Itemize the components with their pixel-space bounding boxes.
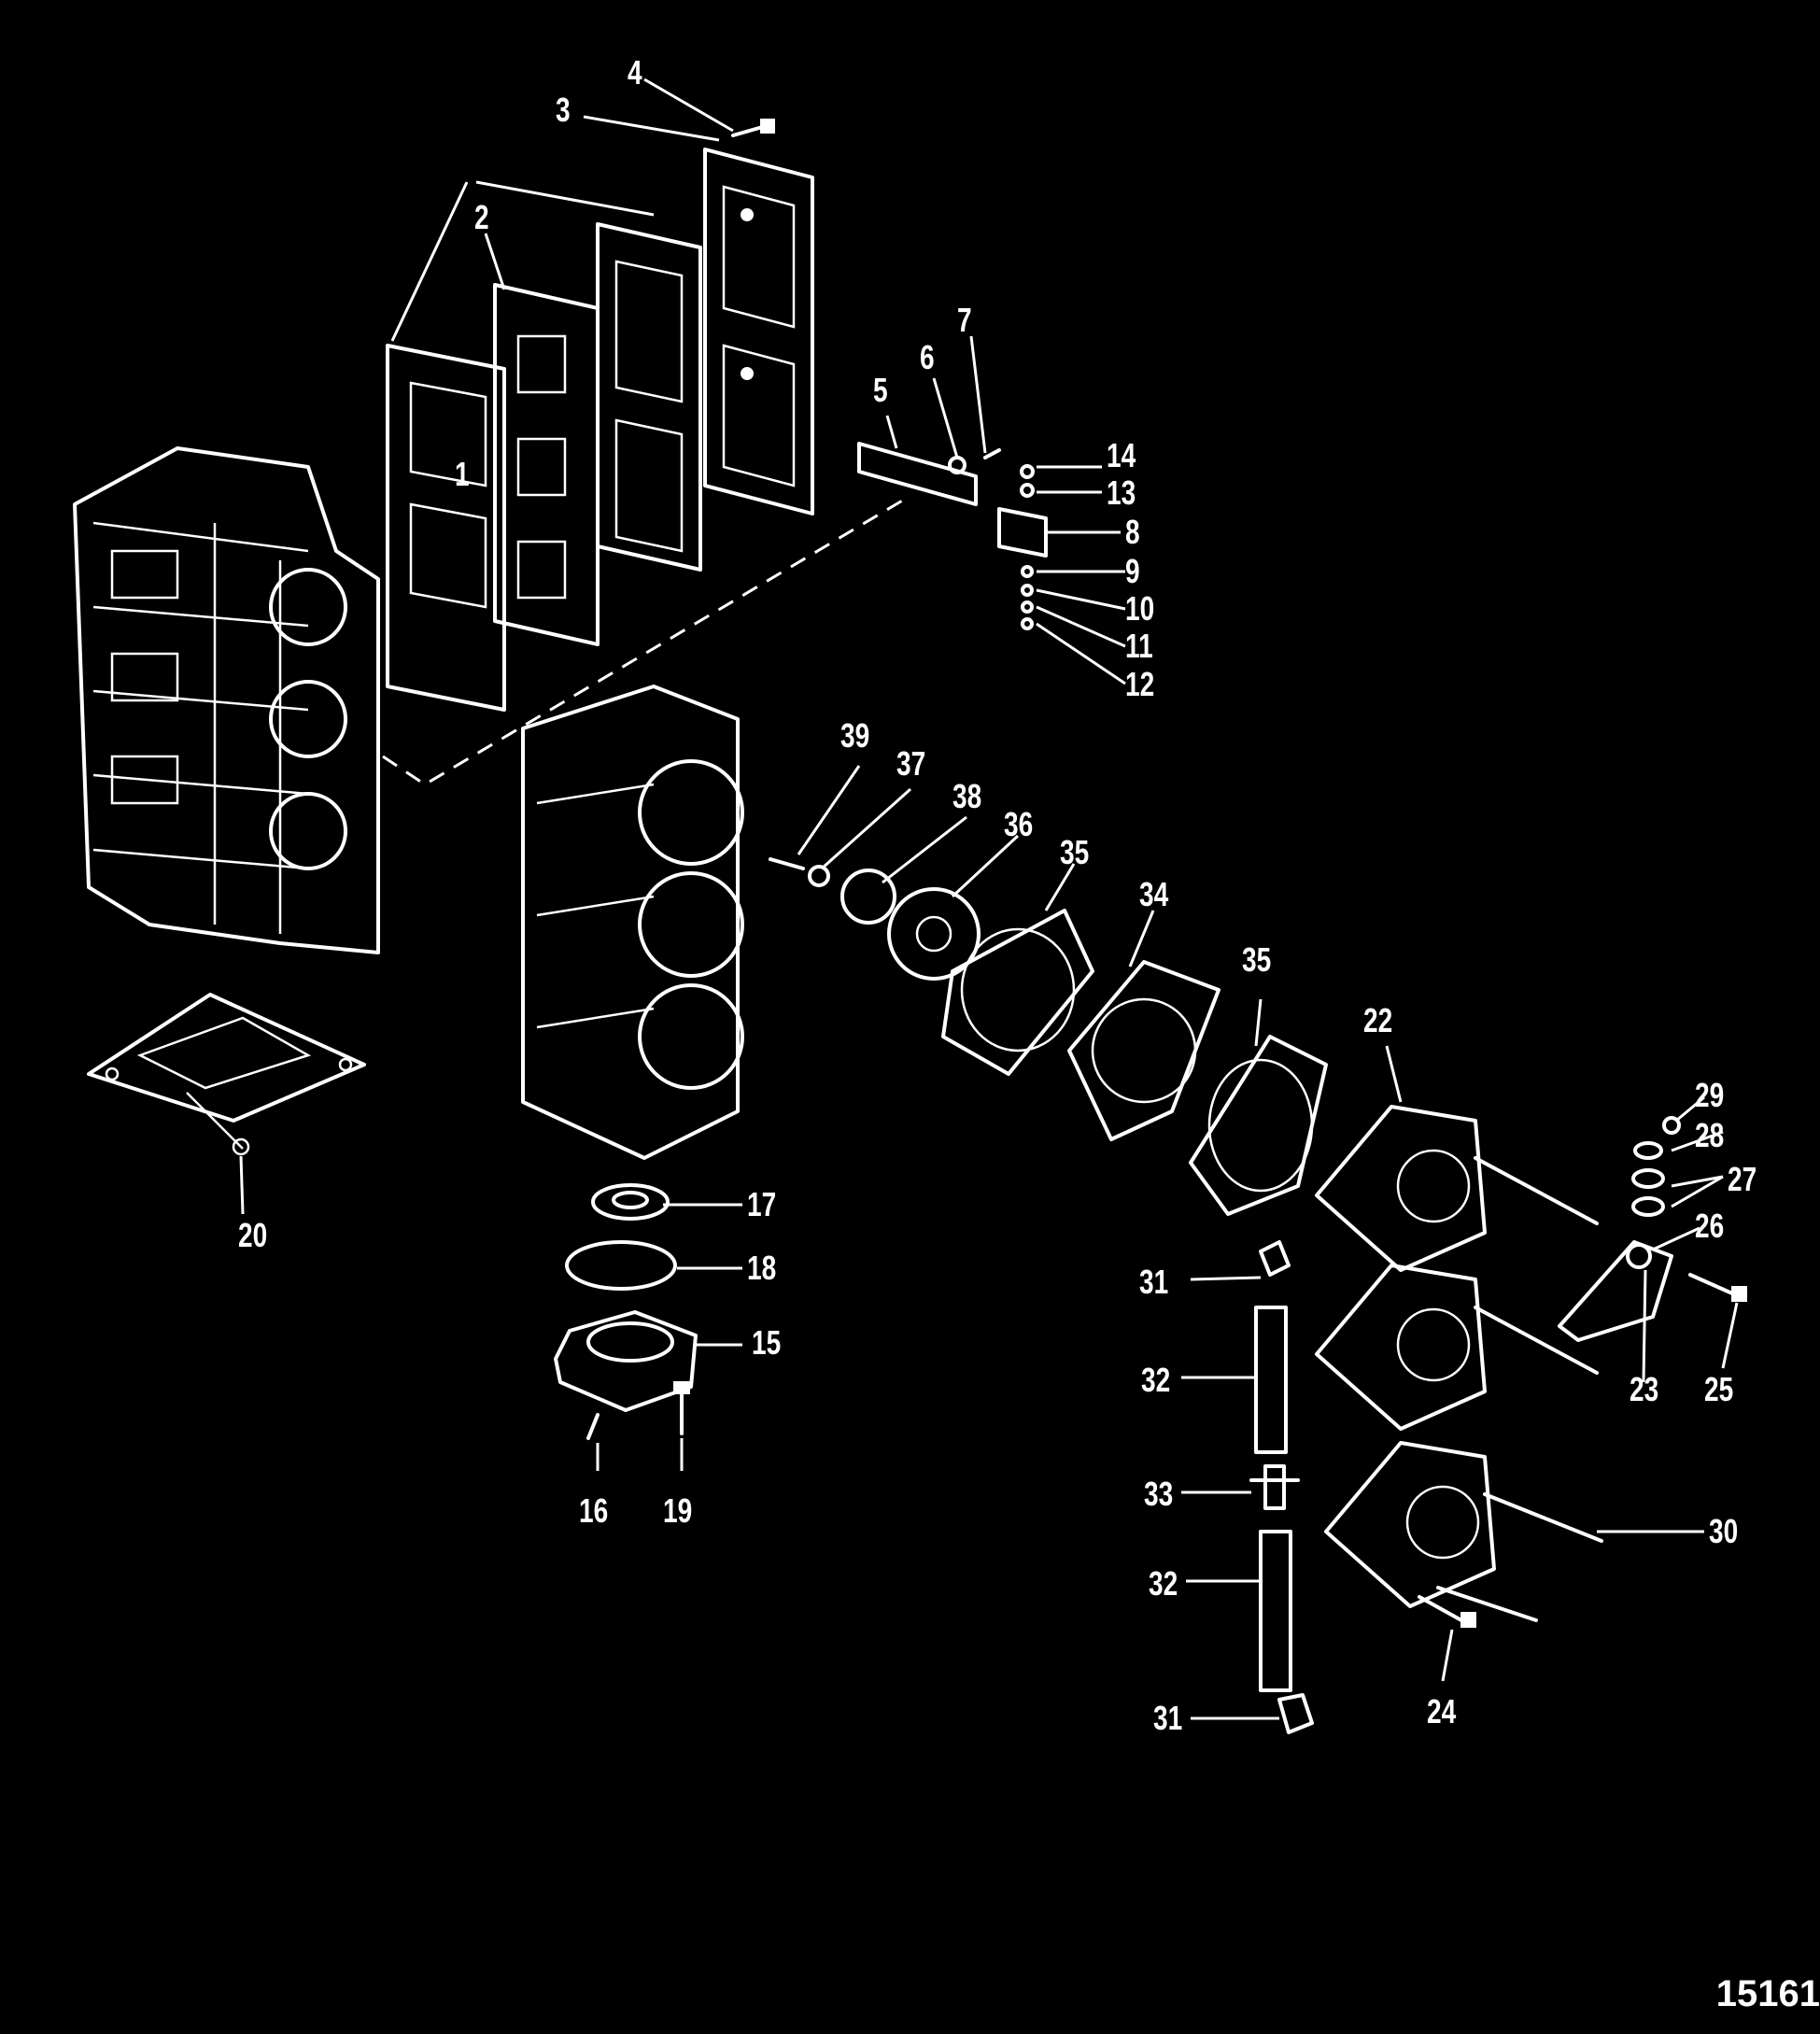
callout-19: 19 — [663, 1491, 693, 1530]
bracket-rail — [857, 442, 978, 506]
alignment-line — [382, 498, 905, 786]
manifold-section-middle — [1315, 1264, 1487, 1431]
callout-29: 29 — [1695, 1076, 1725, 1114]
callout-25: 25 — [1704, 1370, 1734, 1408]
tube-elbow-bottom — [1277, 1693, 1314, 1734]
bearing-housing — [554, 1310, 698, 1412]
callout-3: 3 — [556, 91, 571, 129]
callout-14: 14 — [1107, 436, 1136, 474]
callout-26: 26 — [1695, 1207, 1725, 1245]
pump-body — [1067, 960, 1220, 1141]
callout-23: 23 — [1630, 1370, 1659, 1408]
o-ring — [565, 1240, 677, 1291]
callout-36: 36 — [1004, 805, 1034, 843]
callout-10: 10 — [1125, 589, 1155, 628]
leader-lines — [239, 78, 1739, 1720]
transfer-cover — [703, 148, 814, 516]
callout-24: 24 — [1427, 1692, 1457, 1730]
oil-seal — [591, 1183, 670, 1221]
manifold-studs — [1436, 1156, 1603, 1622]
callout-27: 27 — [1728, 1160, 1757, 1198]
transfer-gasket-front — [386, 344, 506, 712]
figure-number: 15161 — [1715, 1973, 1820, 2014]
callout-22: 22 — [1363, 1001, 1393, 1039]
callout-34: 34 — [1139, 875, 1169, 913]
pump-washer — [808, 865, 830, 887]
callout-33: 33 — [1144, 1475, 1174, 1513]
transfer-gasket-rear — [596, 222, 702, 572]
housing-screw — [673, 1381, 690, 1435]
manifold-bolt — [1418, 1595, 1476, 1628]
callout-31-top: 31 — [1139, 1263, 1169, 1301]
callout-12: 12 — [1125, 665, 1155, 703]
pump-plate — [840, 869, 896, 925]
washers — [1631, 1116, 1681, 1217]
callout-7: 7 — [957, 301, 972, 339]
pump-gasket-front — [941, 909, 1094, 1076]
bracket-hardware — [948, 448, 1048, 630]
pump-screw — [769, 857, 805, 870]
callout-1: 1 — [455, 455, 470, 493]
water-tube-bottom — [1259, 1530, 1292, 1692]
pump-impeller — [887, 887, 981, 981]
cover-screw — [731, 119, 775, 137]
callout-8: 8 — [1125, 513, 1140, 551]
callout-15: 15 — [752, 1323, 782, 1362]
callout-5: 5 — [873, 371, 888, 409]
callout-2: 2 — [474, 198, 489, 236]
callout-4: 4 — [628, 53, 642, 92]
water-tube-top — [1254, 1306, 1288, 1454]
crankcase-cover — [521, 685, 744, 1160]
pump-gasket-rear — [1189, 1035, 1328, 1216]
callout-30: 30 — [1709, 1512, 1739, 1550]
callout-35-front: 35 — [1060, 833, 1090, 871]
manifold-section-bottom — [1324, 1441, 1496, 1608]
callout-28: 28 — [1695, 1116, 1725, 1154]
tube-tee — [1249, 1464, 1300, 1510]
callout-11: 11 — [1125, 627, 1153, 665]
callout-18: 18 — [747, 1249, 777, 1287]
callout-20: 20 — [238, 1216, 268, 1254]
base-gasket — [87, 993, 366, 1156]
callout-39: 39 — [840, 716, 870, 755]
bracket-bolt — [1688, 1273, 1747, 1302]
callout-31-bottom: 31 — [1153, 1699, 1183, 1737]
callout-6: 6 — [920, 338, 935, 376]
callout-37: 37 — [896, 744, 926, 783]
tube-elbow-top — [1259, 1240, 1291, 1277]
cylinder-block — [73, 446, 380, 954]
callout-17: 17 — [747, 1185, 777, 1223]
divider-plate — [493, 283, 600, 646]
manifold-section-top — [1315, 1105, 1487, 1272]
housing-fitting — [586, 1413, 600, 1440]
callout-38: 38 — [952, 777, 982, 815]
callout-35-rear: 35 — [1242, 940, 1272, 979]
callout-9: 9 — [1125, 552, 1140, 590]
callout-32-bottom: 32 — [1149, 1564, 1178, 1603]
manifold-bracket — [1558, 1240, 1673, 1342]
callout-32-top: 32 — [1141, 1361, 1171, 1399]
callout-13: 13 — [1107, 473, 1136, 512]
callout-16: 16 — [579, 1491, 609, 1530]
